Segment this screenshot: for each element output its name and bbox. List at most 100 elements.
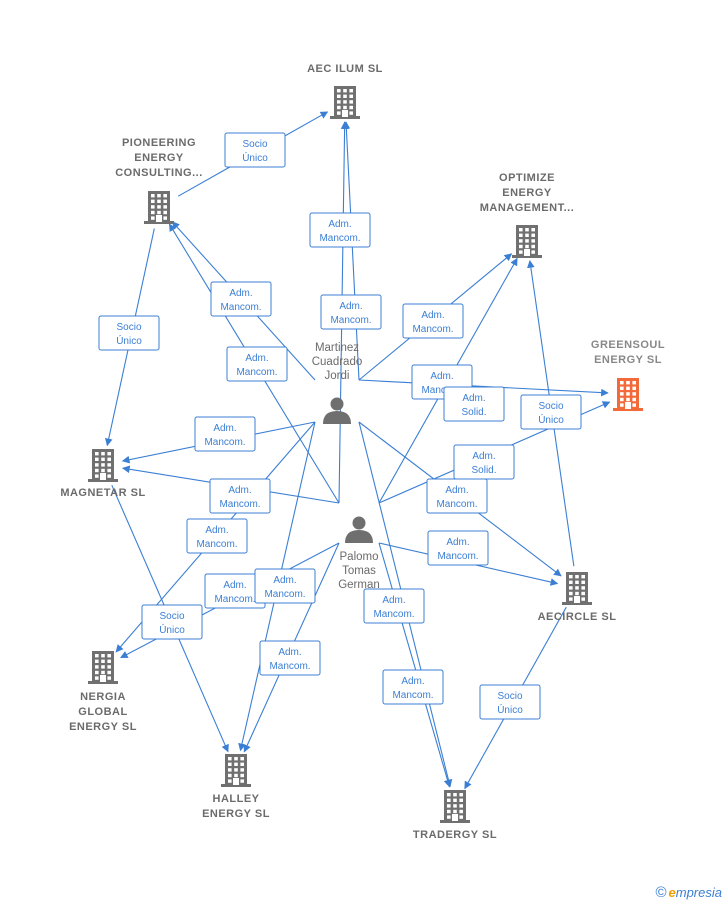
relation-label-text: Adm. bbox=[278, 647, 301, 658]
relation-label-text: Adm. bbox=[228, 485, 251, 496]
relation-label-palomo-pioneering[interactable]: Adm.Mancom. bbox=[226, 346, 288, 382]
relation-label-martinez-magnetar[interactable]: Adm.Mancom. bbox=[194, 416, 256, 452]
person-name: Tomas bbox=[342, 565, 376, 577]
relation-label-text: Mancom. bbox=[269, 661, 310, 672]
relation-label-text: Socio bbox=[159, 611, 184, 622]
relation-label-box bbox=[363, 588, 425, 624]
building-icon bbox=[88, 449, 118, 482]
relation-label-palomo-nergia[interactable]: Adm.Mancom. bbox=[204, 573, 266, 609]
nodes-layer: AEC ILUM SLPIONEERINGENERGYCONSULTING...… bbox=[60, 63, 665, 841]
relation-label-text: Mancom. bbox=[220, 302, 261, 313]
company-node-aec[interactable]: AEC ILUM SL bbox=[307, 63, 383, 119]
company-name: OPTIMIZE bbox=[499, 172, 555, 184]
relation-label-text: Socio bbox=[538, 401, 563, 412]
relation-label-box bbox=[141, 604, 203, 640]
relation-label-text: Mancom. bbox=[330, 315, 371, 326]
relation-label-text: Adm. bbox=[472, 451, 495, 462]
relation-label-martinez-nergia[interactable]: Adm.Mancom. bbox=[186, 518, 248, 554]
person-icon bbox=[345, 516, 373, 543]
relation-edge-martinez-greensoul bbox=[358, 379, 609, 397]
company-node-halley[interactable]: HALLEY ENERGY SL bbox=[202, 754, 270, 820]
company-node-magnetar[interactable]: MAGNETAR SL bbox=[60, 449, 145, 499]
building-icon bbox=[330, 86, 360, 119]
company-name: ENERGY bbox=[134, 152, 184, 164]
relation-label-martinez-aec[interactable]: Adm. Mancom. bbox=[309, 212, 371, 248]
relation-label-box bbox=[224, 132, 286, 168]
relation-label-box bbox=[254, 568, 316, 604]
building-icon bbox=[440, 790, 470, 823]
relation-label-martinez-optimize[interactable]: Adm.Mancom. bbox=[402, 303, 464, 339]
relation-label-palomo-magnetar[interactable]: Adm. Mancom. bbox=[209, 478, 271, 514]
person-name: Martinez bbox=[315, 342, 359, 354]
relation-label-box bbox=[309, 212, 371, 248]
relation-label-martinez-pioneering[interactable]: Adm. Mancom. bbox=[210, 281, 272, 317]
company-name: NERGIA bbox=[80, 691, 126, 703]
brand-footer[interactable]: ©empresia bbox=[655, 884, 722, 901]
relation-label-martinez-tradergy[interactable]: Adm.Mancom. bbox=[363, 588, 425, 624]
relation-label-box bbox=[98, 315, 160, 351]
building-icon bbox=[613, 378, 643, 411]
relation-label-box bbox=[402, 303, 464, 339]
relation-label-box bbox=[520, 394, 582, 430]
relation-label-box bbox=[186, 518, 248, 554]
relation-label-box bbox=[194, 416, 256, 452]
company-name: GLOBAL bbox=[78, 706, 127, 718]
company-name: GREENSOUL bbox=[591, 339, 665, 351]
company-node-optimize[interactable]: OPTIMIZEENERGYMANAGEMENT... bbox=[480, 172, 575, 258]
relation-label-palomo-aec[interactable]: Adm.Mancom. bbox=[320, 294, 382, 330]
person-icon bbox=[323, 397, 351, 424]
person-name: German bbox=[338, 579, 380, 591]
company-node-pioneering[interactable]: PIONEERINGENERGYCONSULTING... bbox=[115, 137, 203, 224]
brand-name: mpresia bbox=[675, 885, 722, 900]
relation-label-palomo-greensoul[interactable]: Adm.Solid. bbox=[453, 444, 515, 480]
person-name: Jordi bbox=[325, 370, 350, 382]
relation-label-palomo-tradergy[interactable]: Adm.Mancom. bbox=[382, 669, 444, 705]
relation-label-palomo-halley[interactable]: Adm. Mancom. bbox=[259, 640, 321, 676]
company-name: HALLEY bbox=[213, 793, 260, 805]
relation-label-box bbox=[443, 386, 505, 422]
relation-label-text: Adm. bbox=[273, 575, 296, 586]
company-name: TRADERGY SL bbox=[413, 829, 497, 841]
company-node-aecircle[interactable]: AECIRCLE SL bbox=[538, 572, 617, 623]
company-name: ENERGY SL bbox=[202, 808, 270, 820]
relation-label-text: Socio bbox=[116, 322, 141, 333]
relation-label-text: Socio bbox=[497, 691, 522, 702]
relation-label-text: Mancom. bbox=[204, 437, 245, 448]
relation-label-martinez-halley[interactable]: Adm.Mancom. bbox=[254, 568, 316, 604]
relation-label-text: Adm. bbox=[446, 537, 469, 548]
relation-label-box bbox=[320, 294, 382, 330]
relation-label-text: Único bbox=[159, 623, 185, 636]
relation-label-text: Único bbox=[497, 703, 523, 716]
relation-label-text: Adm. bbox=[328, 219, 351, 230]
building-icon bbox=[88, 651, 118, 684]
relation-label-text: Adm. bbox=[382, 595, 405, 606]
company-name: MANAGEMENT... bbox=[480, 202, 575, 214]
building-icon bbox=[221, 754, 251, 787]
relation-label-text: Adm. bbox=[229, 288, 252, 299]
relation-label-text: Mancom. bbox=[219, 499, 260, 510]
relation-label-palomo-aecircle[interactable]: Adm.Mancom. bbox=[427, 530, 489, 566]
brand-initial: e bbox=[668, 885, 676, 900]
company-node-tradergy[interactable]: TRADERGY SL bbox=[413, 790, 497, 841]
relation-label-text: Adm. bbox=[462, 393, 485, 404]
relation-label-martinez-greensoul[interactable]: Adm.Solid. bbox=[443, 386, 505, 422]
relation-label-box bbox=[209, 478, 271, 514]
company-name: AEC ILUM SL bbox=[307, 63, 383, 75]
relation-label-text: Mancom. bbox=[421, 385, 462, 396]
relation-label-martinez-aecircle[interactable]: Adm.Mancom. bbox=[426, 478, 488, 514]
relation-label-text: Mancom. bbox=[236, 367, 277, 378]
relation-label-text: Mancom. bbox=[319, 233, 360, 244]
relation-edge-palomo-tradergy bbox=[378, 542, 452, 788]
relation-label-text: Mancom. bbox=[392, 690, 433, 701]
company-name: PIONEERING bbox=[122, 137, 196, 149]
